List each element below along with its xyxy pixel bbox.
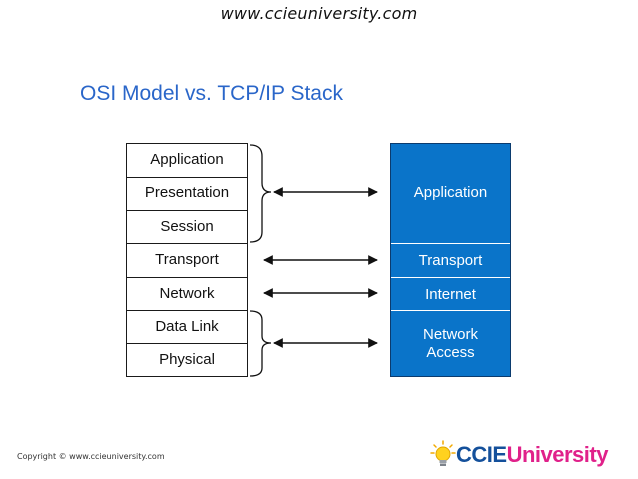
osi-divider <box>127 343 247 344</box>
lightbulb-icon <box>430 440 456 466</box>
ccie-university-logo: CCIEUniversity <box>430 440 630 472</box>
osi-layer-network: Network <box>159 285 215 302</box>
osi-model-stack: Application Presentation Session Transpo… <box>126 143 248 377</box>
osi-layer-application: Application <box>150 151 224 168</box>
logo-wordmark: CCIEUniversity <box>456 442 608 468</box>
tcpip-layer-application: Application <box>413 184 488 201</box>
upper-layers-bracket <box>249 144 272 243</box>
slide-title: OSI Model vs. TCP/IP Stack <box>80 82 343 105</box>
site-url: www.ccieuniversity.com <box>220 4 418 23</box>
tcpip-stack: Application Transport Internet Network A… <box>390 143 511 377</box>
osi-divider <box>127 243 247 244</box>
logo-wordmark-main: CCIE <box>456 442 507 467</box>
tcpip-layer-transport: Transport <box>418 252 483 269</box>
osi-layer-transport: Transport <box>155 251 219 268</box>
osi-layer-presentation: Presentation <box>144 184 230 201</box>
logo-wordmark-accent: University <box>506 442 609 467</box>
osi-layer-physical: Physical <box>159 351 215 368</box>
osi-divider <box>127 310 247 311</box>
osi-divider <box>127 177 247 178</box>
copyright-text: Copyright © www.ccieuniversity.com <box>17 452 165 461</box>
tcpip-layer-network-access-line1: Network <box>422 326 478 343</box>
lower-layers-bracket <box>249 310 272 377</box>
tcpip-divider <box>391 310 510 311</box>
tcpip-divider <box>391 243 510 244</box>
tcpip-layer-network-access-line2: Access <box>426 344 475 361</box>
osi-divider <box>127 277 247 278</box>
osi-divider <box>127 210 247 211</box>
tcpip-layer-internet: Internet <box>425 286 476 303</box>
osi-layer-data-link: Data Link <box>155 318 219 335</box>
osi-layer-session: Session <box>160 218 214 235</box>
tcpip-divider <box>391 277 510 278</box>
